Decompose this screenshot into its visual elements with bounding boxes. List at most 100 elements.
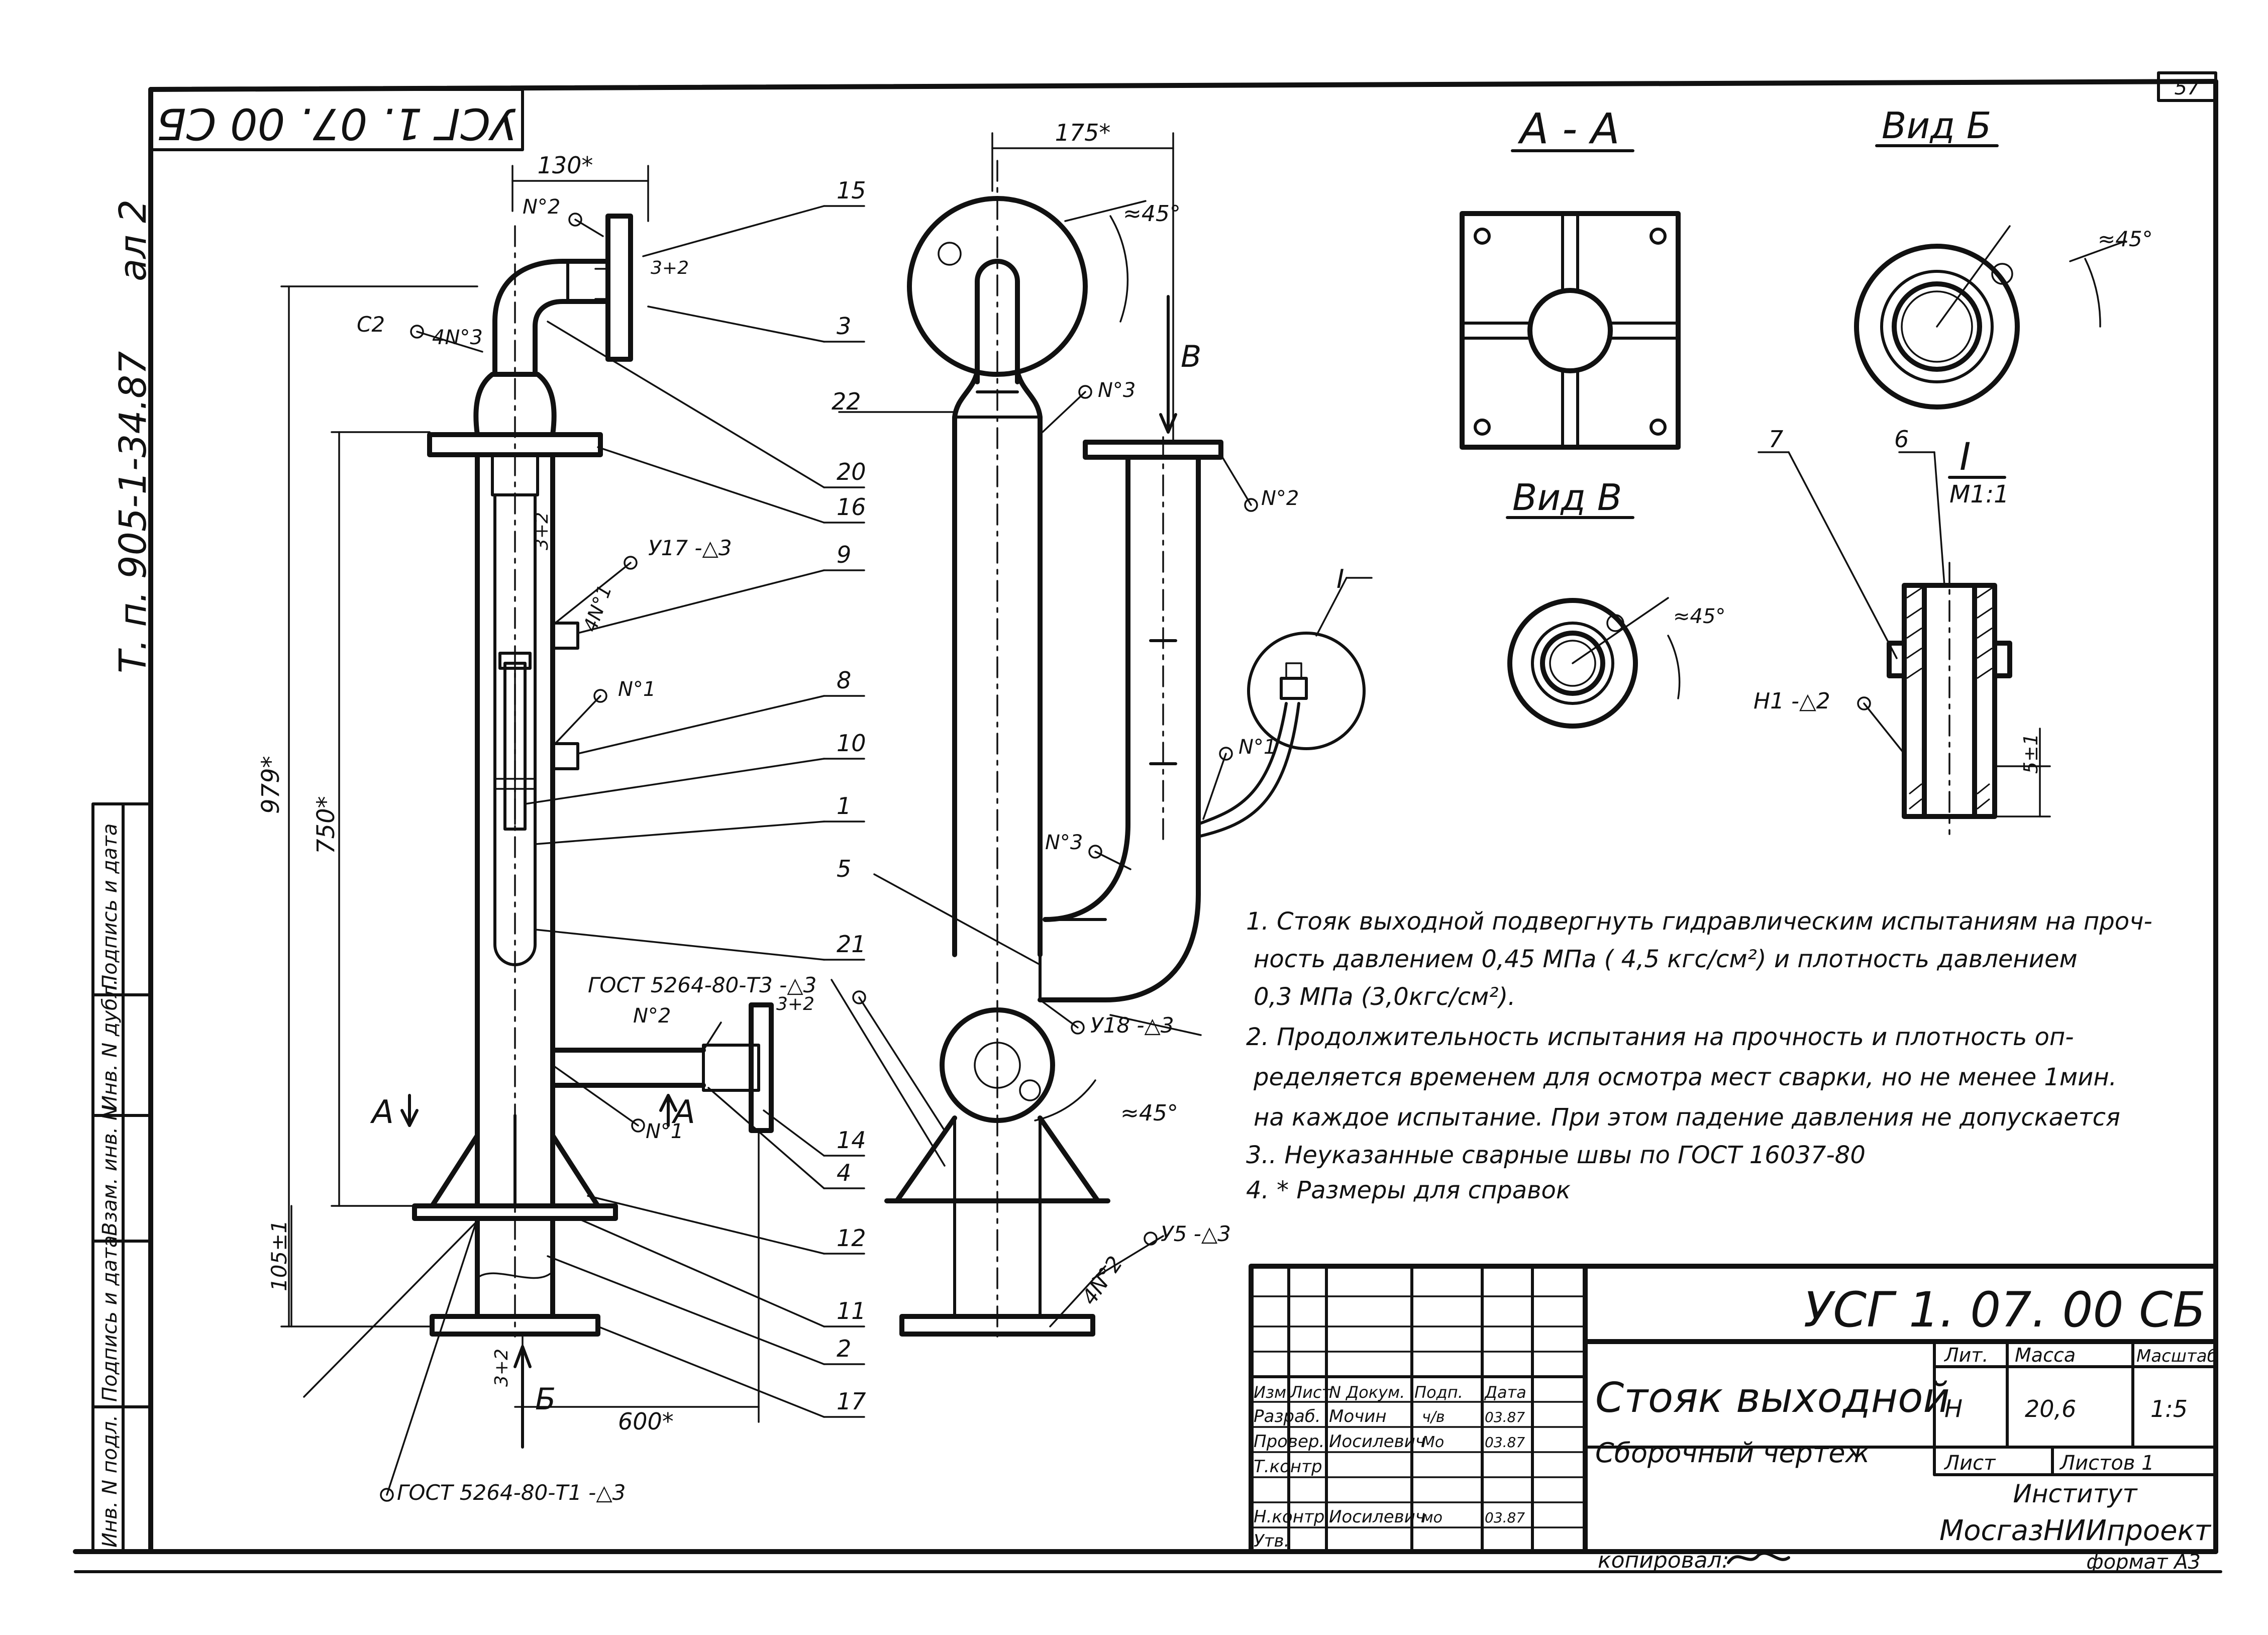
view-b-title: Вид Б (1882, 105, 1991, 147)
tb-sign-nkontr: мо (1422, 1509, 1442, 1526)
notes: 1. Стояк выходной подвергнуть гидравличе… (1246, 907, 2152, 1204)
tb-name-razrab: Мочин (1329, 1406, 1387, 1426)
main-view-dims (280, 165, 760, 1448)
angle-view-b: ≈45° (2098, 227, 2153, 251)
weld-h1: Н1 -△2 (1754, 688, 1830, 714)
tb-col-sign: Подп. (1414, 1383, 1463, 1402)
weld-n2-top: N°2 (523, 195, 560, 219)
detail-scale: M1:1 (1949, 480, 2009, 508)
angle-view-v: ≈45° (1673, 605, 1725, 628)
cut-a-left: А (370, 1094, 394, 1131)
callout-21: 21 (837, 931, 866, 958)
tb-sign-razrab: ч/в (1422, 1408, 1445, 1426)
left-callout-leaders (524, 205, 865, 1418)
callout-5: 5 (837, 855, 851, 882)
callout-8: 8 (837, 667, 851, 694)
callout-15: 15 (837, 177, 866, 204)
tb-date-nkontr: 03.87 (1485, 1509, 1525, 1526)
tb-role-prover: Провер. (1254, 1432, 1324, 1452)
view-v-title: Вид В (1512, 476, 1622, 519)
callout-4: 4 (837, 1159, 851, 1186)
sheet-frame (73, 71, 2222, 1573)
album-label: ал 2 (112, 199, 155, 281)
section-aa-title: А - А (1517, 104, 1620, 153)
callout-3: 3 (837, 313, 851, 340)
detail-1 (1758, 451, 2051, 835)
callout-14: 14 (837, 1127, 866, 1154)
tb-scale-label: Масштаб (2136, 1346, 2218, 1366)
copied-by: копировал: (1598, 1548, 1729, 1573)
cut-a-right: А (671, 1094, 695, 1131)
weld-n3-top: N°3 (1098, 379, 1136, 402)
tb-lit-label: Лит. (1943, 1344, 1989, 1366)
dim-175: 175* (1055, 119, 1111, 146)
tb-mass: 20,6 (2025, 1395, 2076, 1422)
note-line-2: ность давлением 0,45 МПа ( 4,5 кгс/см²) … (1254, 945, 2078, 973)
section-aa (1460, 211, 1681, 450)
angle-mid-bottom: ≈45° (1120, 1100, 1178, 1126)
tb-org-1: Институт (2013, 1479, 2138, 1508)
dim-5: 5±1 (2020, 734, 2042, 774)
side-stamp-sign1: Подпись и дата (98, 1236, 122, 1402)
side-stamp-sign2: Подпись и дата (98, 824, 122, 990)
cut-b-view: Б (535, 1382, 556, 1417)
weld-n2-branch: N°2 (1261, 487, 1299, 510)
side-view-leaders (1039, 385, 1258, 1246)
weld-n1-branch: N°1 (1239, 736, 1276, 759)
callout-11: 11 (837, 1297, 866, 1324)
title-designation: УСГ 1. 07. 00 СБ (1804, 1282, 2206, 1338)
callout-2: 2 (837, 1335, 851, 1362)
dim-3p2-bottom: 3+2 (491, 1349, 512, 1387)
tb-org-2: МосгазНИИпроект (1939, 1514, 2211, 1547)
view-b (1854, 225, 2126, 410)
main-view-left (412, 214, 774, 1338)
callout-1: 1 (837, 792, 851, 820)
dim-105: 105±1 (267, 1220, 291, 1291)
side-stamp-vzam: Взам. инв. N (98, 1105, 122, 1236)
tb-sheet-label: Лист (1943, 1452, 1996, 1475)
title-doc-type: Сборочный чертеж (1595, 1437, 1870, 1469)
title-block (1249, 1264, 2218, 1554)
weld-u18: У18 -△3 (1090, 1013, 1174, 1038)
format-label: формат А3 (2086, 1551, 2201, 1574)
detail-ref-1: I (1336, 564, 1344, 594)
weld-n1-outlet: N°1 (646, 1120, 683, 1143)
tb-col-list: Лист (1290, 1383, 1331, 1402)
stamp-code-rotated: УСГ 1. 07. 00 СБ (156, 98, 517, 149)
note-line-5: ределяется временем для осмотра мест сва… (1253, 1063, 2117, 1091)
tb-sign-prover: Мо (1422, 1434, 1444, 1451)
callout-17: 17 (837, 1388, 866, 1415)
callout-16: 16 (837, 493, 866, 521)
tb-col-docnum: N Докум. (1329, 1383, 1405, 1402)
callout-22: 22 (832, 388, 861, 415)
tb-name-prover: Иосилевич (1329, 1432, 1425, 1452)
note-line-1: 1. Стояк выходной подвергнуть гидравличе… (1246, 907, 2152, 936)
dim-979: 979* (257, 756, 285, 814)
callout-9: 9 (837, 541, 851, 568)
dim-3p2-inner: 3+2 (532, 512, 552, 550)
tb-role-utv: Утв. (1254, 1531, 1289, 1551)
weld-u17: У17 -△3 (648, 536, 732, 560)
note-line-3: 0,3 МПа (3,0кгс/см²). (1254, 983, 1515, 1011)
weld-u5: У5 -△3 (1161, 1221, 1231, 1246)
weld-n3-elbow: N°3 (1045, 831, 1083, 854)
detail-roman: I (1960, 434, 1971, 479)
tb-name-nkontr: Иосилевич (1329, 1507, 1425, 1527)
title-name: Стояк выходной (1595, 1374, 1950, 1422)
weld-c2: C2 (357, 312, 385, 337)
weld-4n2: 4N°2 (1077, 1252, 1127, 1309)
side-stamp-inv: Инв. N подл. (98, 1415, 122, 1548)
dim-750: 750* (312, 796, 340, 854)
view-v (1507, 597, 1681, 729)
callout-12: 12 (837, 1224, 866, 1252)
sheet-number: 57 (2175, 76, 2200, 99)
note-line-7: 3.. Неуказанные сварные швы по ГОСТ 1603… (1246, 1141, 1866, 1169)
callout-10: 10 (837, 730, 866, 757)
callout-6: 6 (1894, 426, 1909, 453)
tb-role-nkontr: Н.контр (1254, 1507, 1324, 1527)
tb-role-tkontr: Т.контр (1254, 1457, 1322, 1477)
cut-v-view: В (1181, 339, 1201, 374)
weld-n1-gauge: N°1 (618, 678, 656, 701)
